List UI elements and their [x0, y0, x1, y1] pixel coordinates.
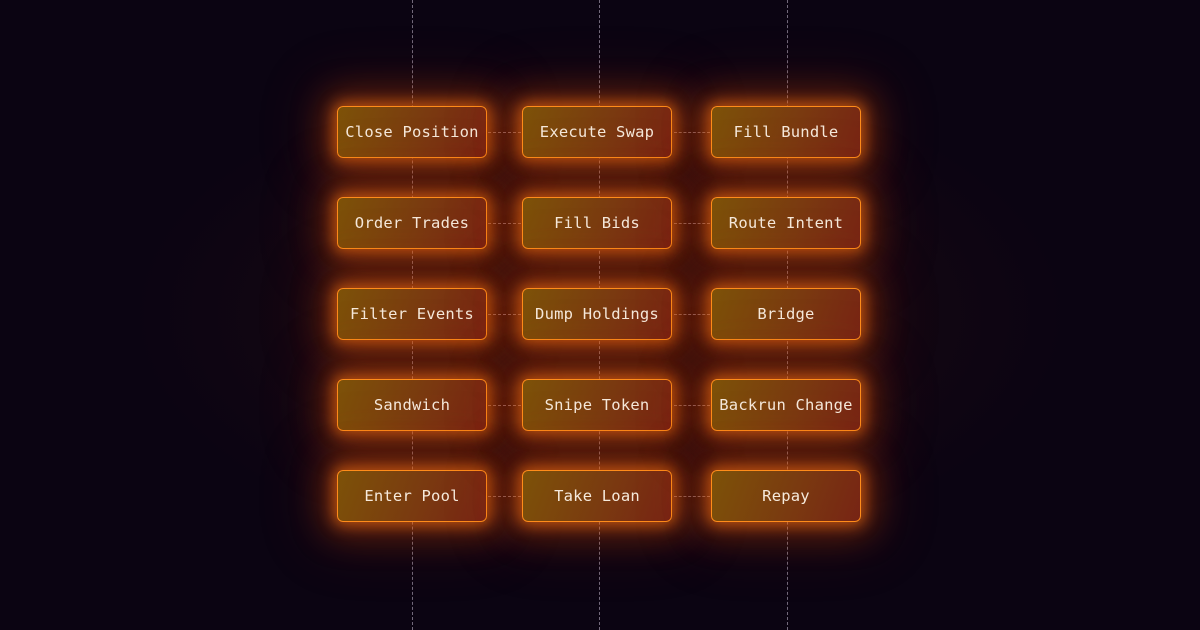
node-label: Sandwich [373, 396, 451, 414]
node-order-trades: Order Trades [337, 197, 487, 249]
row-connector [488, 314, 521, 315]
node-snipe-token: Snipe Token [522, 379, 672, 431]
node-label: Fill Bundle [733, 123, 839, 141]
node-label: Close Position [345, 123, 479, 141]
node-enter-pool: Enter Pool [337, 470, 487, 522]
node-label: Bridge [757, 305, 815, 323]
node-label: Repay [762, 487, 810, 505]
node-label: Execute Swap [539, 123, 655, 141]
row-connector [674, 223, 710, 224]
row-connector [488, 496, 521, 497]
node-label: Snipe Token [544, 396, 650, 414]
row-connector [674, 132, 710, 133]
node-sandwich: Sandwich [337, 379, 487, 431]
node-filter-events: Filter Events [337, 288, 487, 340]
node-label: Dump Holdings [535, 305, 659, 323]
row-connector [488, 132, 521, 133]
node-route-intent: Route Intent [711, 197, 861, 249]
node-close-position: Close Position [337, 106, 487, 158]
row-connector [488, 405, 521, 406]
row-connector [674, 496, 710, 497]
row-connector [488, 223, 521, 224]
node-fill-bundle: Fill Bundle [711, 106, 861, 158]
node-label: Order Trades [354, 214, 470, 232]
row-connector [674, 314, 710, 315]
node-backrun-change: Backrun Change [711, 379, 861, 431]
node-fill-bids: Fill Bids [522, 197, 672, 249]
node-label: Route Intent [728, 214, 844, 232]
node-label: Enter Pool [364, 487, 460, 505]
row-connector [674, 405, 710, 406]
node-label: Fill Bids [554, 214, 640, 232]
node-repay: Repay [711, 470, 861, 522]
node-bridge: Bridge [711, 288, 861, 340]
node-dump-holdings: Dump Holdings [522, 288, 672, 340]
node-take-loan: Take Loan [522, 470, 672, 522]
node-label: Backrun Change [719, 396, 853, 414]
node-label: Take Loan [554, 487, 640, 505]
node-label: Filter Events [350, 305, 474, 323]
node-execute-swap: Execute Swap [522, 106, 672, 158]
